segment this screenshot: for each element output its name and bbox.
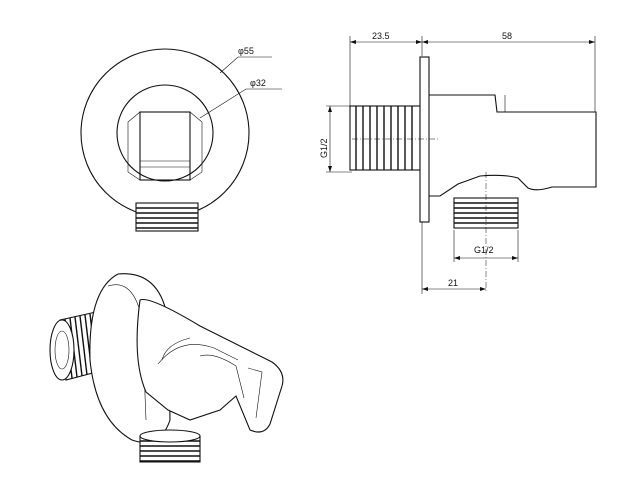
front-outlet-thread bbox=[135, 202, 199, 232]
flange-outer-circle bbox=[80, 48, 250, 218]
side-flange bbox=[419, 56, 430, 223]
body-square bbox=[139, 111, 191, 181]
outer-diameter-label: φ55 bbox=[238, 46, 254, 56]
dim-thread-length: 23.5 bbox=[372, 31, 390, 41]
dim-outlet-offset: 21 bbox=[448, 278, 458, 288]
side-inlet-thread bbox=[349, 105, 421, 171]
dim-inlet-thread: G1/2 bbox=[319, 138, 329, 158]
iso-body bbox=[136, 298, 284, 433]
front-view: φ55 φ32 bbox=[80, 46, 282, 232]
dim-body-length: 58 bbox=[502, 31, 512, 41]
side-body bbox=[429, 94, 597, 197]
side-view: 23.5 58 G1/2 bbox=[319, 31, 597, 294]
isometric-view bbox=[49, 273, 284, 463]
flange-inner-circle bbox=[116, 84, 214, 182]
inner-diameter-label: φ32 bbox=[250, 78, 266, 88]
iso-outlet-thread bbox=[139, 429, 201, 463]
dim-outlet-thread: G1/2 bbox=[474, 245, 494, 255]
